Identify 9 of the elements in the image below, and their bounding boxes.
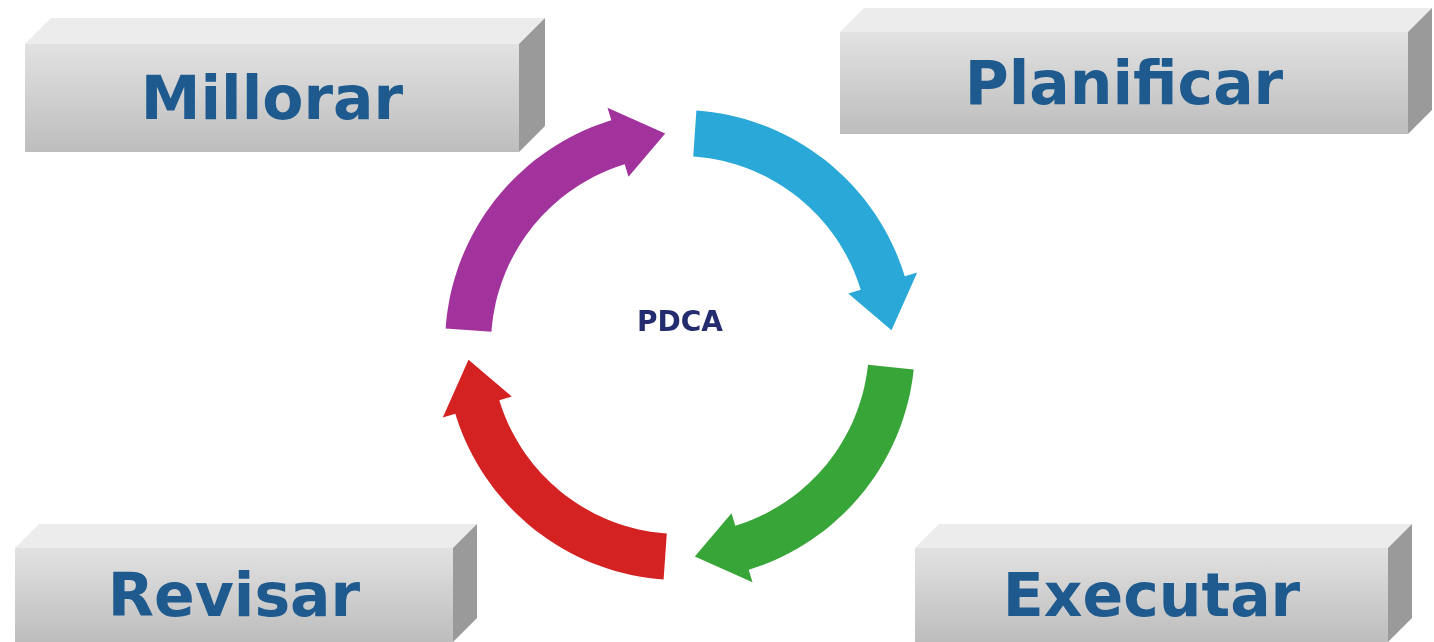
step-box: [840, 8, 1432, 134]
step-label: Millorar: [140, 63, 404, 133]
step-label: Executar: [1002, 560, 1301, 630]
step-label: Revisar: [107, 560, 361, 630]
step-box: [915, 524, 1412, 642]
center-label: PDCA: [636, 305, 724, 338]
step-label: Planificar: [964, 48, 1284, 118]
step-box: [25, 18, 545, 152]
step-box: [15, 524, 477, 642]
